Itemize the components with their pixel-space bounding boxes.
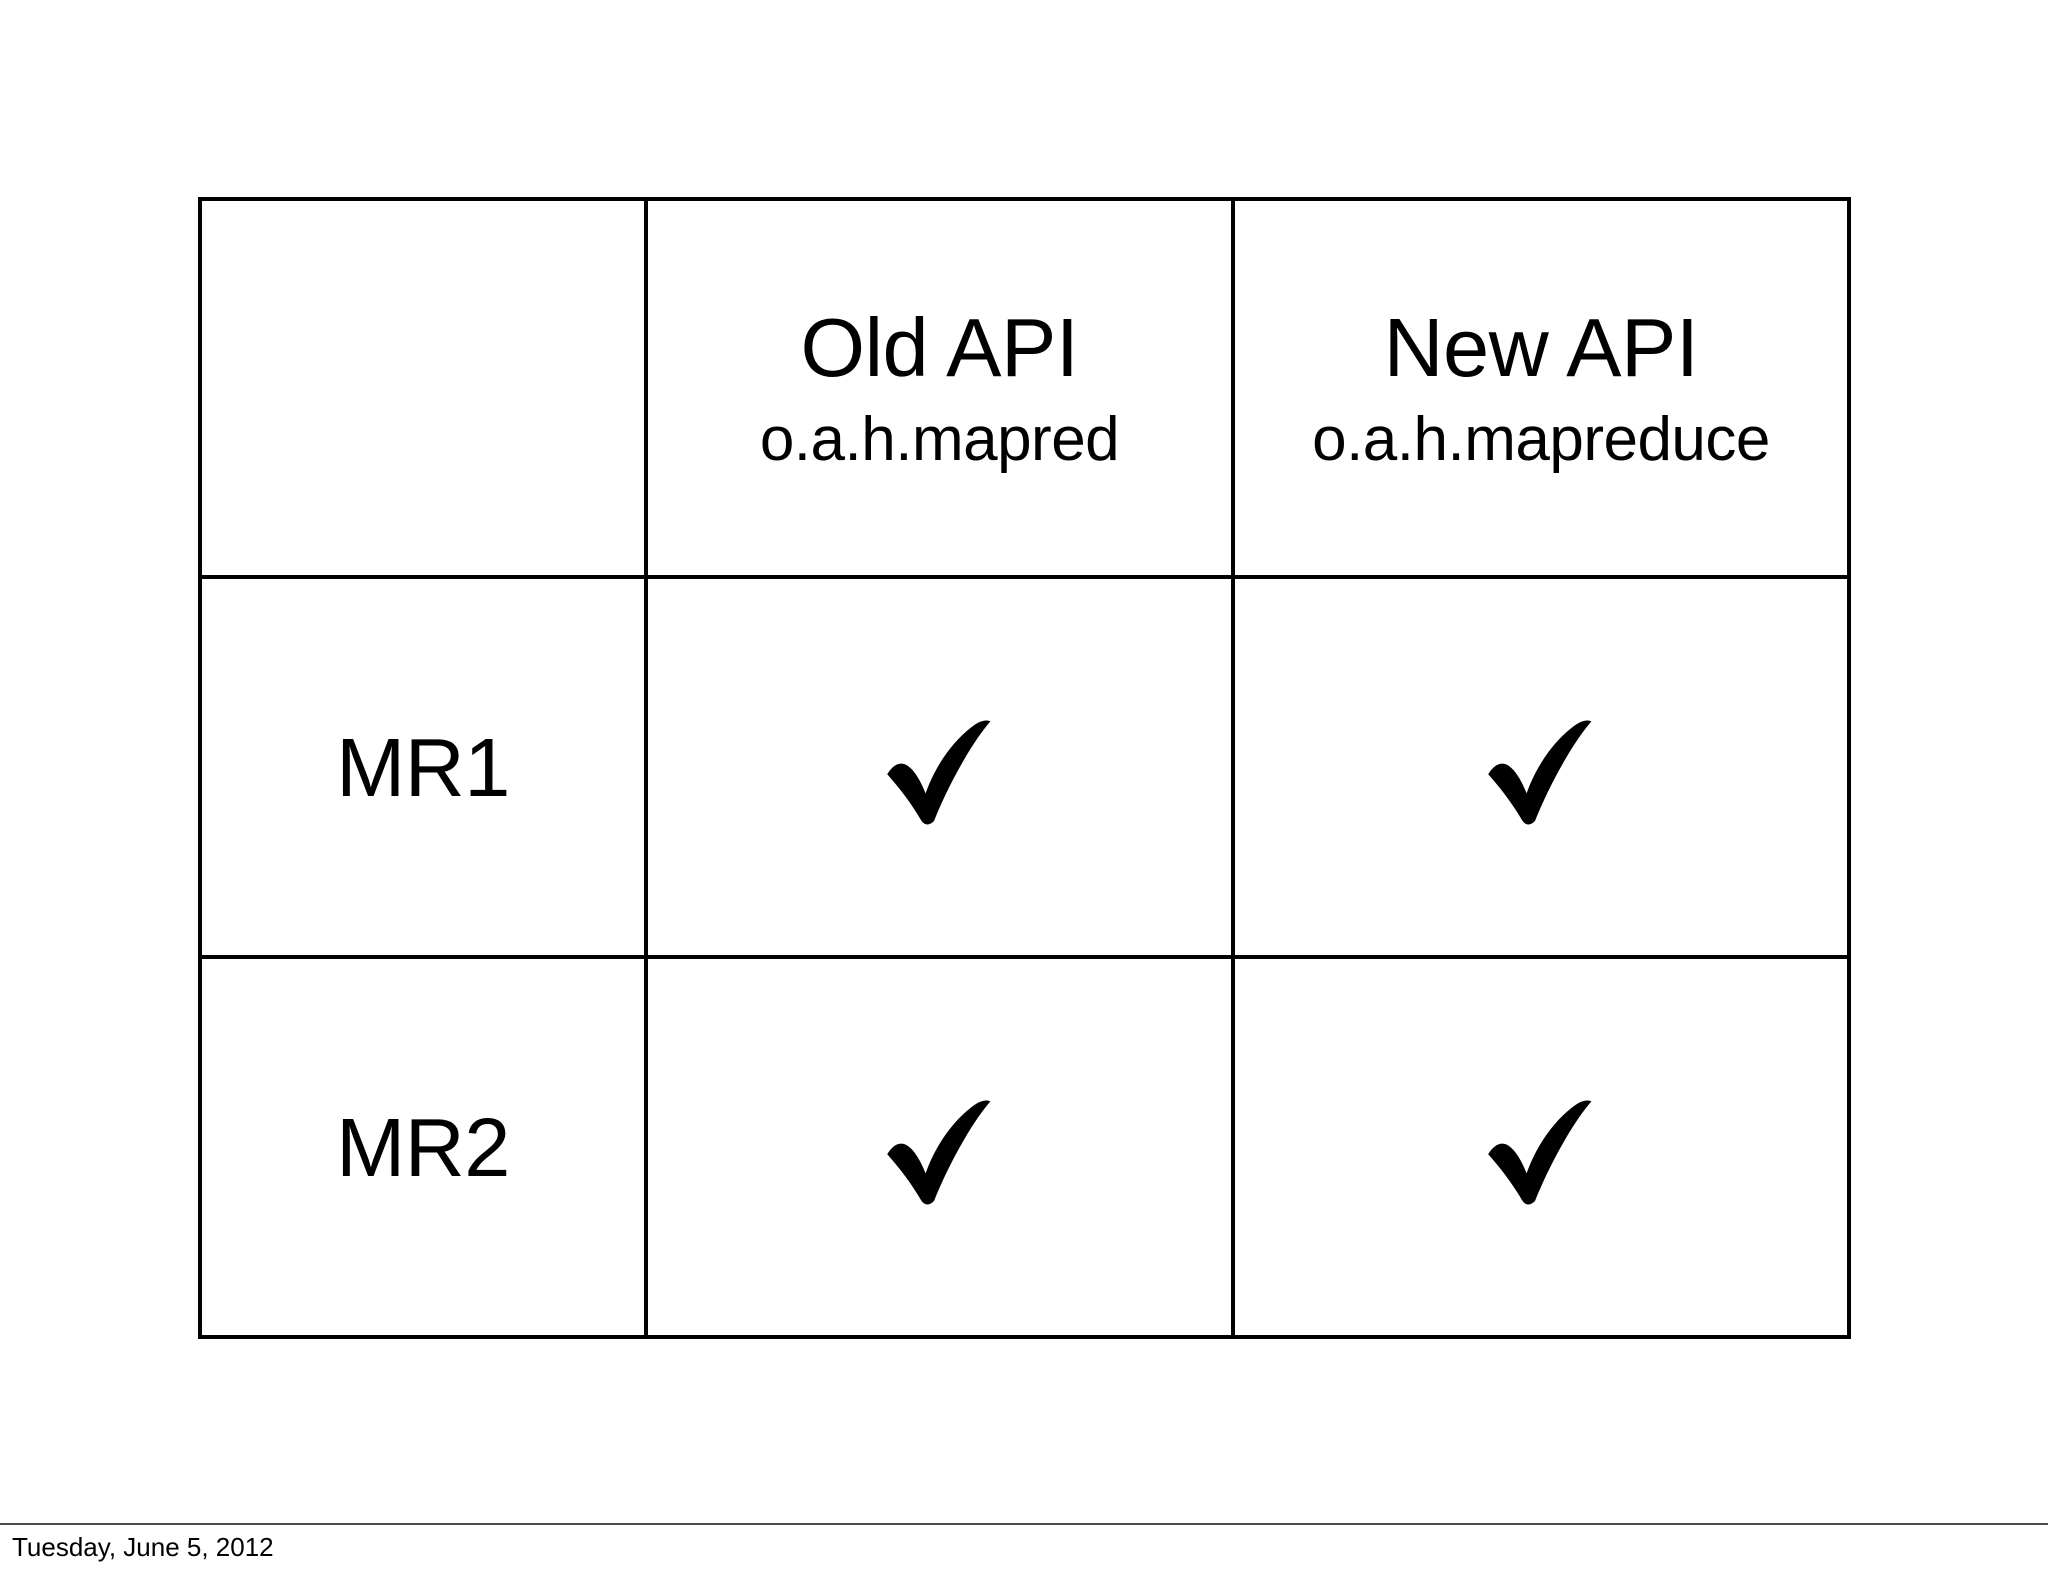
cell-mr1-old-api xyxy=(644,575,1235,959)
old-api-title: Old API xyxy=(800,300,1079,394)
api-support-matrix: Old API o.a.h.mapred New API o.a.h.mapre… xyxy=(198,197,1851,1339)
cell-mr2-new-api xyxy=(1231,955,1851,1339)
check-icon xyxy=(880,1087,1000,1207)
corner-cell xyxy=(198,197,648,579)
row-header-mr2: MR2 xyxy=(198,955,648,1339)
old-api-package: o.a.h.mapred xyxy=(759,404,1120,474)
column-header-old-api: Old API o.a.h.mapred xyxy=(644,197,1235,579)
row-label-mr2: MR2 xyxy=(336,1100,510,1194)
row-label-mr1: MR1 xyxy=(336,720,510,814)
table-row: MR1 xyxy=(198,575,1851,959)
table-header-row: Old API o.a.h.mapred New API o.a.h.mapre… xyxy=(198,197,1851,579)
table-row: MR2 xyxy=(198,955,1851,1339)
column-header-new-api: New API o.a.h.mapreduce xyxy=(1231,197,1851,579)
cell-mr2-old-api xyxy=(644,955,1235,1339)
check-icon xyxy=(1481,1087,1601,1207)
footer-date: Tuesday, June 5, 2012 xyxy=(12,1532,274,1562)
check-icon xyxy=(1481,707,1601,827)
footer-divider xyxy=(0,1523,2048,1525)
check-icon xyxy=(880,707,1000,827)
row-header-mr1: MR1 xyxy=(198,575,648,959)
new-api-package: o.a.h.mapreduce xyxy=(1312,404,1770,474)
cell-mr1-new-api xyxy=(1231,575,1851,959)
new-api-title: New API xyxy=(1383,300,1699,394)
